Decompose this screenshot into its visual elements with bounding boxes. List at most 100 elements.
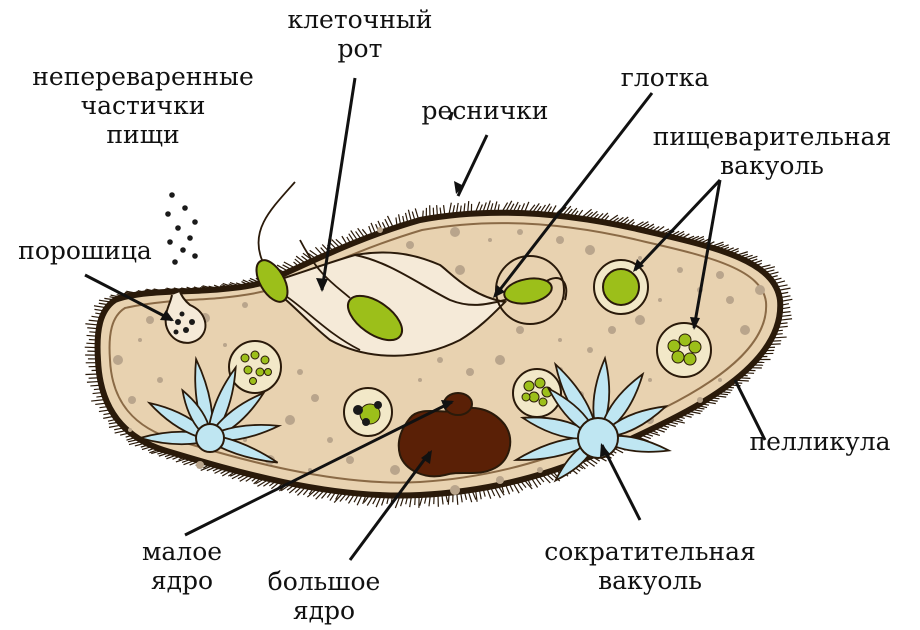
granule	[558, 338, 562, 342]
granule	[455, 265, 465, 275]
undigested-particle	[175, 225, 181, 231]
digestive-vacuole	[656, 322, 712, 378]
food-particle	[503, 277, 553, 305]
granule	[285, 415, 295, 425]
granule	[346, 456, 354, 464]
radiating-canal	[181, 388, 210, 432]
granule	[297, 369, 303, 375]
label-contractile-vacuole: сократительная вакуоль	[544, 537, 756, 595]
vacuole-reservoir	[195, 423, 225, 453]
granule	[755, 285, 765, 295]
radiating-canal	[601, 371, 645, 429]
granule	[138, 338, 142, 342]
granule	[450, 227, 460, 237]
granule	[406, 241, 414, 249]
radiating-canal	[219, 424, 283, 442]
label-digestive-vacuole: пищеварительная вакуоль	[652, 122, 892, 180]
granule	[537, 467, 543, 473]
digestive-vacuole	[228, 340, 282, 394]
anal-pore-particles	[173, 311, 195, 335]
granule	[488, 238, 492, 242]
radiating-canal	[553, 444, 592, 483]
label-cilia: реснички	[421, 96, 549, 125]
granule	[377, 227, 383, 233]
granule	[146, 316, 154, 324]
macronucleus	[397, 406, 512, 478]
granule	[585, 245, 595, 255]
radiating-canal	[217, 436, 279, 464]
food-particle	[346, 294, 404, 342]
leader-lines	[84, 77, 767, 561]
radiating-canal	[592, 355, 611, 424]
granule	[638, 256, 642, 260]
undigested-particles	[165, 192, 198, 265]
granule	[635, 315, 645, 325]
digestive-vacuole	[512, 368, 562, 418]
label-cell-mouth: клеточный рот	[287, 5, 433, 63]
granule	[718, 378, 722, 382]
granule	[450, 485, 460, 495]
granule	[418, 378, 422, 382]
contractile-vacuole	[136, 355, 283, 464]
radiating-canal	[519, 416, 585, 440]
granule	[311, 394, 319, 402]
granule	[157, 377, 163, 383]
food-particle	[255, 259, 289, 303]
granule	[556, 236, 564, 244]
granule	[677, 267, 683, 273]
granule	[516, 326, 524, 334]
granule	[608, 326, 616, 334]
granule	[196, 461, 204, 469]
radiating-canal	[214, 391, 266, 436]
granule	[327, 437, 333, 443]
radiating-canal	[136, 430, 200, 446]
granule	[587, 347, 593, 353]
undigested-particle	[169, 192, 175, 198]
undigested-particle	[172, 259, 178, 265]
granule	[128, 396, 136, 404]
granule	[495, 355, 505, 365]
granule	[697, 397, 703, 403]
granule	[466, 368, 474, 376]
radiating-canal	[512, 436, 585, 461]
granule	[517, 229, 523, 235]
granule	[658, 298, 662, 302]
granule	[726, 296, 734, 304]
label-pharynx: глотка	[620, 63, 710, 92]
pharynx-tube	[354, 254, 506, 306]
vacuole-reservoir	[577, 417, 619, 459]
digestive-vacuole	[343, 387, 393, 437]
granule	[648, 378, 652, 382]
radiating-canal	[208, 364, 237, 431]
undigested-particle	[182, 205, 188, 211]
label-anal-pore: порошица	[18, 236, 152, 265]
label-macronucleus: большое ядро	[267, 567, 381, 625]
undigested-particle	[187, 235, 193, 241]
digestive-vacuole	[593, 259, 649, 315]
undigested-particle	[192, 219, 198, 225]
arrowheads	[160, 181, 700, 464]
granule	[740, 325, 750, 335]
contractile-vacuole	[512, 355, 672, 483]
radiating-canal	[609, 405, 669, 437]
radiating-canal	[611, 434, 672, 453]
granule	[716, 271, 724, 279]
radiating-canal	[146, 401, 204, 438]
label-undigested-particles: непереваренные частички пищи	[32, 62, 254, 149]
label-micronucleus: малое ядро	[141, 537, 223, 595]
granule	[242, 302, 248, 308]
granule	[223, 343, 227, 347]
undigested-particle	[180, 247, 186, 253]
granule	[496, 476, 504, 484]
radiating-canal	[546, 386, 592, 432]
granule	[437, 357, 443, 363]
undigested-particle	[165, 211, 171, 217]
granule	[128, 428, 132, 432]
granule	[113, 355, 123, 365]
undigested-particle	[167, 239, 173, 245]
label-pellicle: пелликула	[749, 427, 891, 456]
undigested-particle	[192, 253, 198, 259]
granule	[390, 465, 400, 475]
food-flagellum	[299, 239, 351, 299]
